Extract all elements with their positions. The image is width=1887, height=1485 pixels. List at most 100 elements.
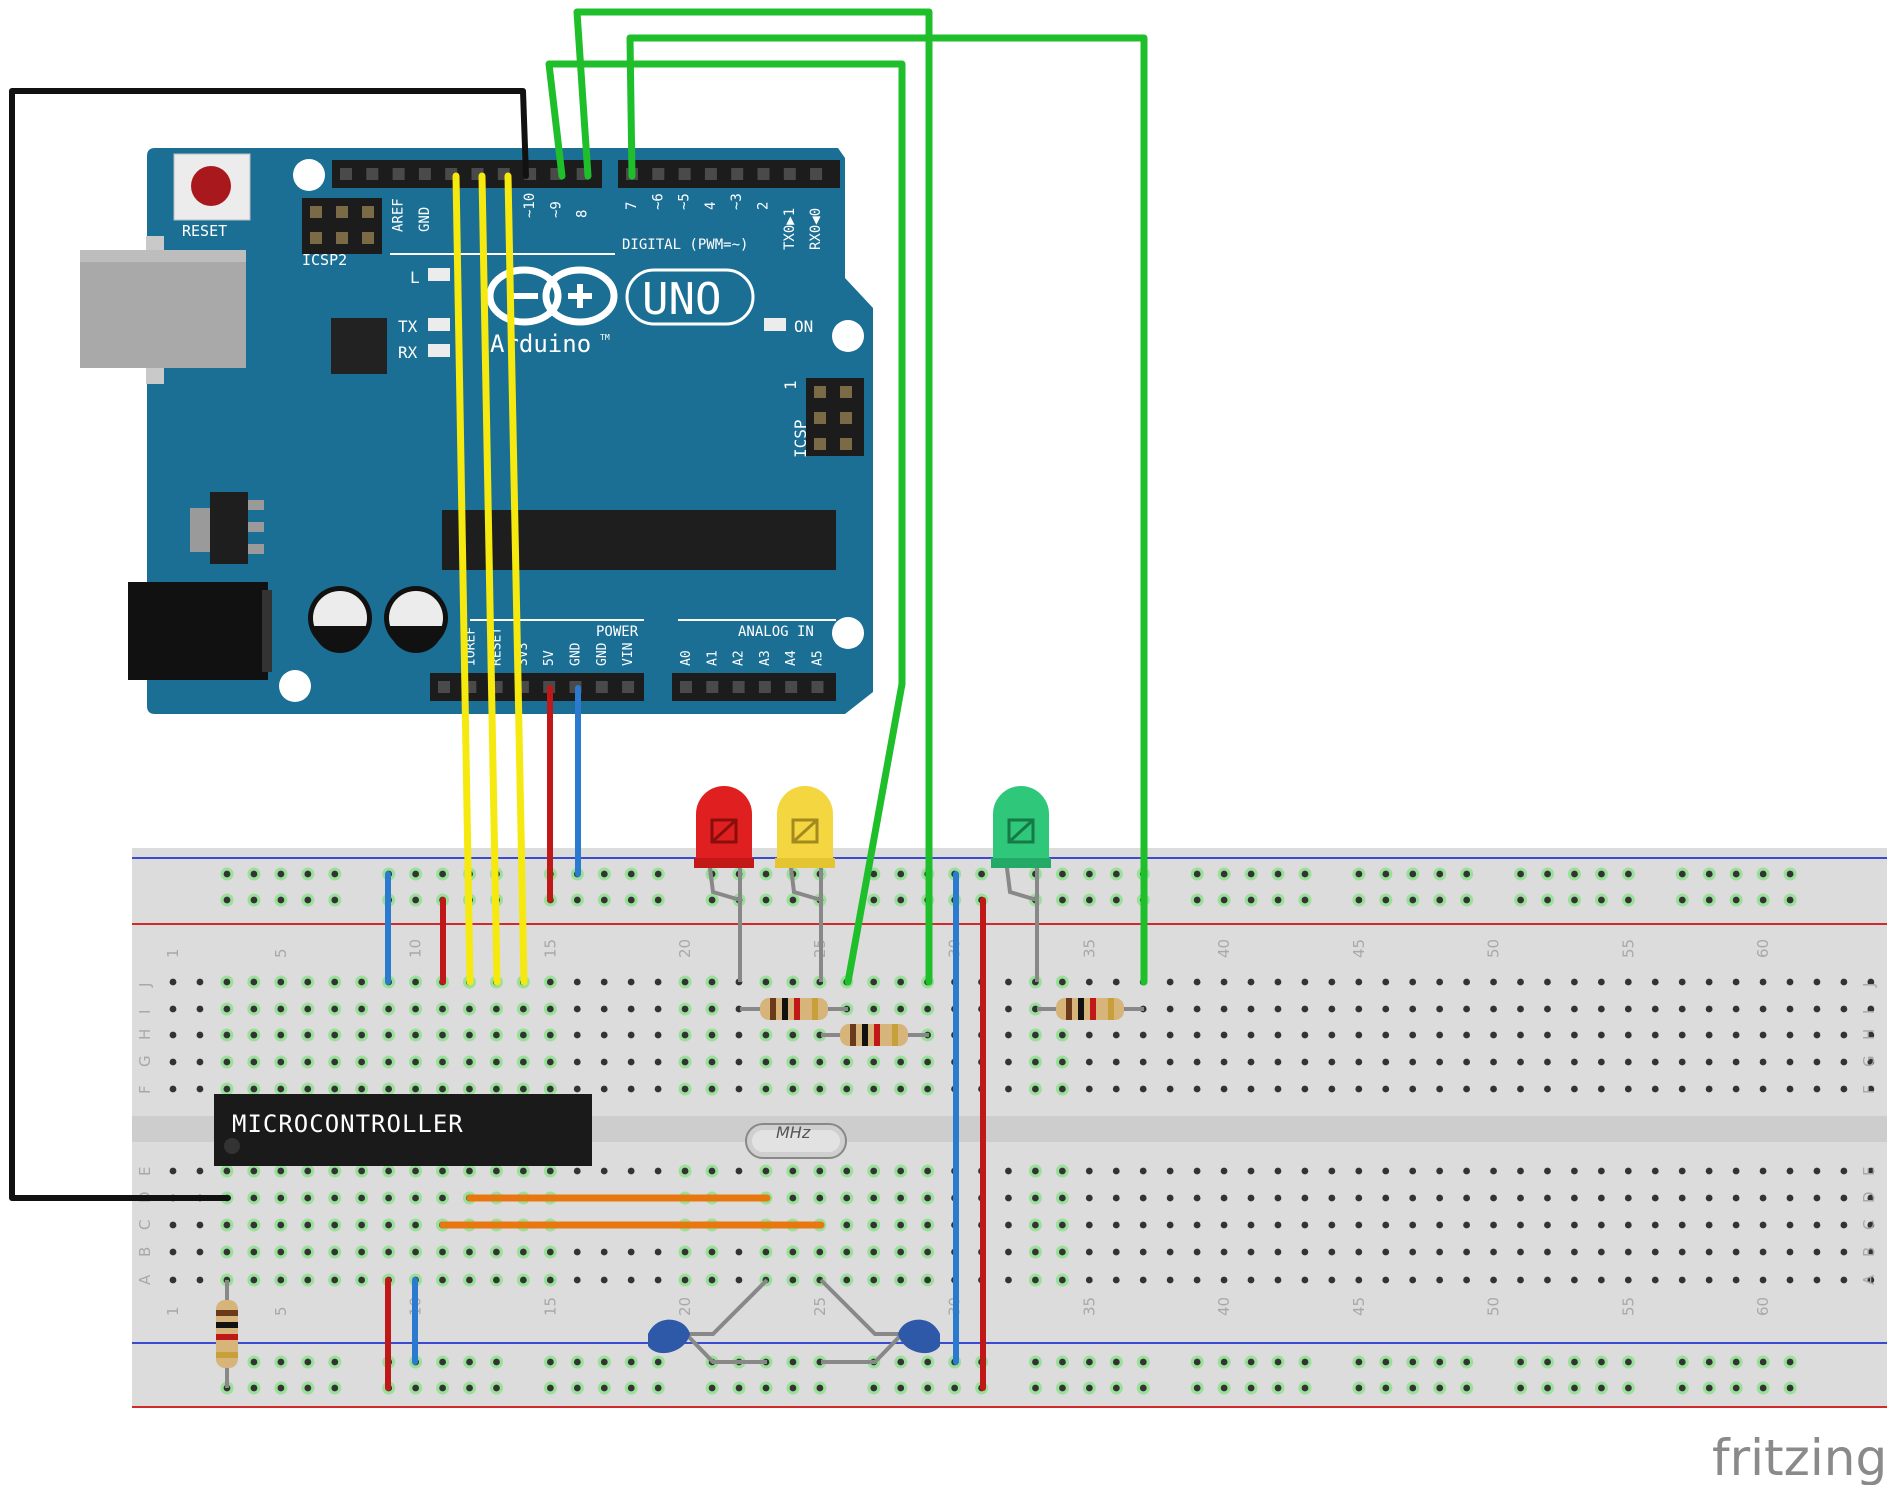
pin-label: 7	[624, 202, 640, 210]
icsp-header	[806, 378, 864, 456]
wire-yellow	[452, 172, 474, 986]
crystal-oscillator: MHz	[745, 1123, 847, 1159]
capacitor	[384, 586, 448, 653]
column-number: 55	[1619, 1297, 1637, 1316]
row-letter: A	[136, 1274, 154, 1285]
icsp-label: ICSP	[791, 419, 810, 458]
column-number: 40	[1215, 939, 1233, 958]
mounting-hole	[279, 670, 311, 702]
header-pin	[706, 681, 719, 693]
usb-chip	[331, 318, 387, 374]
column-number: 20	[676, 1297, 694, 1316]
l-label: L	[410, 268, 420, 287]
resistor-vertical	[216, 1280, 238, 1388]
header-pin	[758, 681, 771, 693]
column-number: 60	[1754, 939, 1772, 958]
microcontroller-chip: MICROCONTROLLER	[214, 1094, 592, 1166]
on-led	[764, 318, 786, 331]
header-pin	[438, 681, 450, 693]
wire-yellow	[478, 172, 501, 986]
pin-label: GND	[417, 207, 433, 232]
ceramic-capacitors	[648, 1278, 940, 1364]
voltage-regulator	[190, 492, 264, 564]
header-pin	[757, 168, 770, 180]
pin-label: A2	[732, 650, 747, 666]
header-pin	[366, 168, 379, 180]
pin-label: 8	[575, 210, 591, 218]
row-letter: E	[1860, 1167, 1878, 1176]
arduino-logo	[486, 266, 755, 326]
row-letter: F	[1860, 1085, 1878, 1094]
pin-label: 2	[756, 202, 772, 210]
header-pin	[785, 681, 798, 693]
column-number: 35	[1080, 939, 1098, 958]
reset-button-cap[interactable]	[191, 166, 231, 206]
header-pin	[680, 681, 692, 693]
column-number: 25	[811, 1297, 829, 1316]
header-pin	[622, 681, 635, 693]
column-number: 60	[1754, 1297, 1772, 1316]
row-letter: G	[1860, 1055, 1878, 1067]
column-number: 15	[541, 1297, 559, 1316]
column-number: 45	[1350, 1297, 1368, 1316]
header-pin	[652, 168, 665, 180]
row-letter: H	[136, 1029, 154, 1040]
pin-label: 4	[703, 202, 719, 210]
header-pin	[678, 168, 691, 180]
power-label: POWER	[596, 624, 639, 640]
l-led	[428, 268, 450, 281]
capacitor	[308, 586, 372, 653]
column-number: 5	[272, 1306, 290, 1316]
breadboard-holes	[169, 867, 1875, 1395]
pin-label: 5V	[542, 650, 557, 666]
header-pin	[810, 168, 823, 180]
header-pin	[418, 168, 431, 180]
rx-label: RX	[398, 343, 418, 362]
pin-label: ~9	[548, 201, 564, 218]
header-pin	[732, 681, 745, 693]
row-letter: C	[1860, 1220, 1878, 1230]
resistors	[216, 998, 1144, 1388]
pin-label: A0	[679, 650, 694, 666]
pin-label: ~5	[677, 193, 693, 210]
pin-label: VIN	[621, 643, 636, 666]
mounting-hole	[293, 159, 325, 191]
header-pin	[731, 168, 744, 180]
row-letter: J	[1860, 983, 1878, 988]
pin-label: A3	[758, 650, 773, 666]
icsp2-label: ICSP2	[302, 251, 347, 269]
header-pin	[392, 168, 405, 180]
pin-label: TX0▶1	[782, 208, 798, 250]
fritzing-logo: fritzing	[1712, 1429, 1887, 1485]
ceramic-capacitor	[819, 1278, 940, 1364]
resistor	[1037, 998, 1144, 1020]
row-letter: B	[1860, 1247, 1878, 1257]
row-letter: E	[136, 1167, 154, 1176]
wire-green	[573, 8, 933, 986]
column-number: 20	[676, 939, 694, 958]
column-number: 1	[164, 1306, 182, 1316]
leds	[694, 786, 1051, 982]
column-number: 15	[541, 939, 559, 958]
wire-green	[545, 60, 906, 986]
header-pin	[783, 168, 796, 180]
row-letter: I	[1860, 1010, 1878, 1014]
on-label: ON	[794, 317, 813, 336]
wire-yellow	[504, 172, 528, 986]
resistor	[821, 1024, 929, 1046]
pin-label: RX0◀0	[808, 208, 824, 250]
pin-label: A5	[811, 650, 826, 666]
column-number: 45	[1350, 939, 1368, 958]
reset-label: RESET	[182, 222, 227, 240]
header-pin	[595, 681, 608, 693]
pin-label: GND	[569, 642, 584, 666]
power-jack	[128, 582, 272, 680]
pin-label: GND	[595, 642, 610, 666]
led-red	[694, 786, 754, 982]
digital-header-right	[618, 160, 840, 188]
pin-label: ~6	[650, 193, 666, 210]
header-pin	[704, 168, 717, 180]
